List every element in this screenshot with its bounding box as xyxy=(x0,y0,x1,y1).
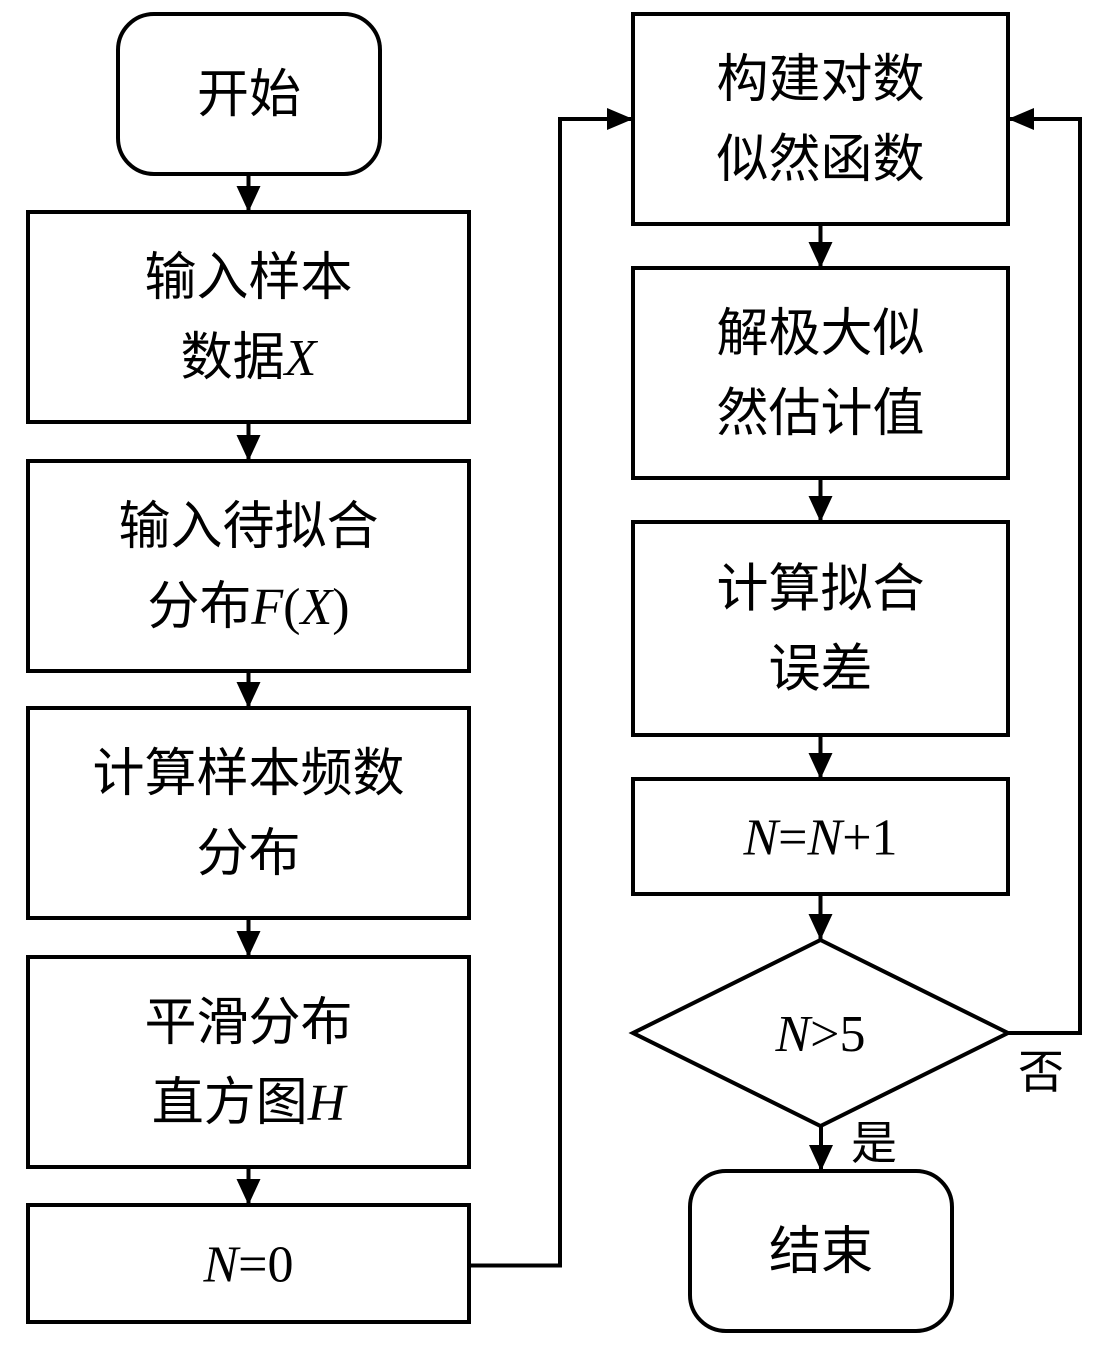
edges xyxy=(236,108,1082,1268)
node-end: 结束 xyxy=(688,1169,954,1333)
node-label-line: N=N+1 xyxy=(742,810,897,867)
node-label-line: 分布 xyxy=(196,824,300,884)
edge-label-yes: 是 xyxy=(851,1116,897,1170)
process-shape xyxy=(26,1203,471,1324)
node-label-line: 解极大似 xyxy=(716,304,924,364)
arrowhead-right xyxy=(607,108,633,130)
arrowhead-left xyxy=(1008,108,1034,130)
process-shape xyxy=(26,706,471,920)
arrowhead-down xyxy=(236,682,261,708)
node-start: 开始 xyxy=(116,12,382,176)
edge-label-no: 否 xyxy=(1018,1045,1064,1099)
node-label-line: 结束 xyxy=(769,1222,873,1282)
edge-labels: 否是 xyxy=(851,1045,1064,1170)
edge-init-n-to-build-loglik xyxy=(469,117,633,1268)
node-check-n: N>5 xyxy=(628,937,1013,1129)
node-label-line: 平滑分布 xyxy=(144,993,352,1053)
process-shape xyxy=(631,520,1010,737)
node-label-line: N=0 xyxy=(202,1237,293,1294)
node-label-line: 似然函数 xyxy=(716,130,924,190)
arrowhead-down xyxy=(808,753,833,779)
node-label-line: 分布F(X) xyxy=(147,577,349,637)
terminal-shape xyxy=(116,12,382,176)
node-label-line: 误差 xyxy=(768,640,872,700)
decision-shape xyxy=(628,937,1013,1129)
arrowhead-down xyxy=(236,186,261,212)
edge-check-n-to-build-loglik xyxy=(1008,117,1082,1035)
process-shape xyxy=(631,266,1010,480)
arrowhead-down xyxy=(236,931,261,957)
node-label-line: 计算拟合 xyxy=(716,560,924,620)
arrowhead-down xyxy=(236,1179,261,1205)
process-shape xyxy=(631,777,1010,896)
node-label-line: 输入样本 xyxy=(144,248,352,308)
node-label-line: 构建对数 xyxy=(716,50,924,110)
arrowhead-down xyxy=(808,496,833,522)
node-init-n: N=0 xyxy=(26,1203,471,1324)
terminal-shape xyxy=(688,1169,954,1333)
arrowhead-down xyxy=(808,914,833,940)
node-label-line: 计算样本频数 xyxy=(92,744,404,804)
arrowhead-down xyxy=(808,242,833,268)
node-label-line: N>5 xyxy=(774,1006,865,1063)
node-label-line: 直方图H xyxy=(152,1073,348,1133)
process-shape xyxy=(26,459,471,673)
process-shape xyxy=(631,12,1010,226)
node-label-line: 开始 xyxy=(197,65,301,125)
node-label-line: 输入待拟合 xyxy=(118,497,378,557)
arrowhead-down xyxy=(809,1145,833,1171)
node-incr-n: N=N+1 xyxy=(631,777,1010,896)
process-shape xyxy=(26,955,471,1169)
process-shape xyxy=(26,210,471,424)
arrowhead-down xyxy=(236,435,261,461)
node-label-line: 然估计值 xyxy=(716,384,924,444)
node-label-line: 数据X xyxy=(181,328,319,388)
